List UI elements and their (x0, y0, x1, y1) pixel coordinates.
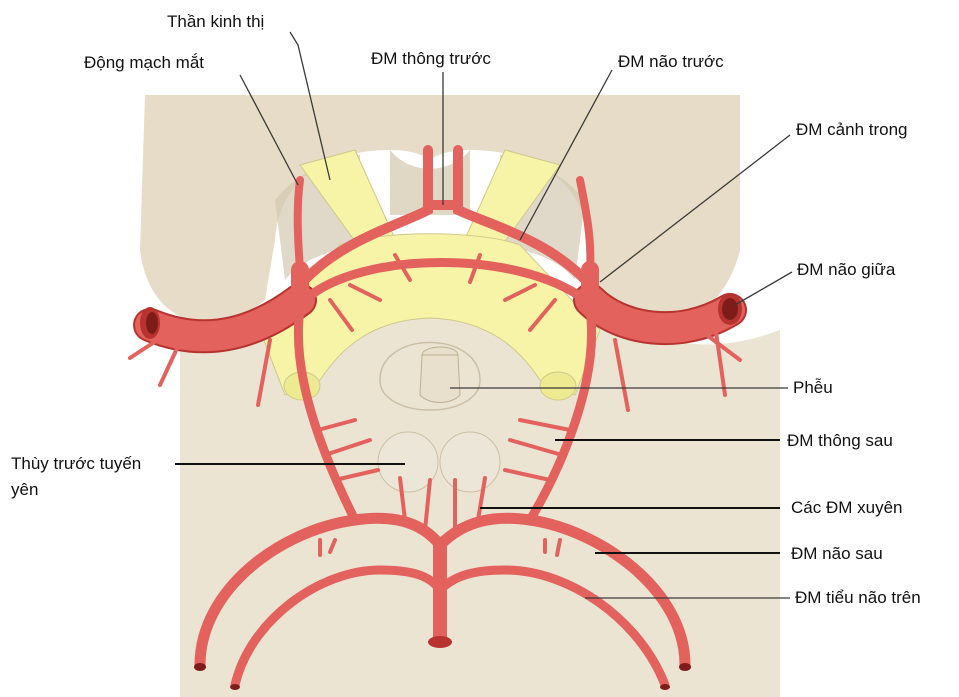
label-internal-carotid: ĐM cảnh trong (796, 120, 908, 139)
label-anterior-pituitary-line1: Thùy trước tuyến (11, 454, 141, 473)
label-superior-cerebellar: ĐM tiểu não trên (795, 588, 921, 607)
label-anterior-pituitary-line2: yên (11, 480, 38, 499)
label-middle-cerebral: ĐM não giữa (797, 260, 896, 279)
label-optic-nerve: Thần kinh thị (167, 12, 264, 31)
label-perforating-arteries: Các ĐM xuyên (791, 498, 902, 517)
pituitary-lobe-right (440, 432, 500, 492)
label-infundibulum: Phễu (793, 378, 833, 397)
label-anterior-communicating: ĐM thông trước (371, 49, 491, 68)
label-anterior-cerebral: ĐM não trước (618, 52, 724, 71)
label-posterior-communicating: ĐM thông sau (787, 431, 893, 450)
label-ophthalmic-artery: Động mạch mắt (84, 53, 204, 72)
label-posterior-cerebral: ĐM não sau (791, 544, 883, 563)
